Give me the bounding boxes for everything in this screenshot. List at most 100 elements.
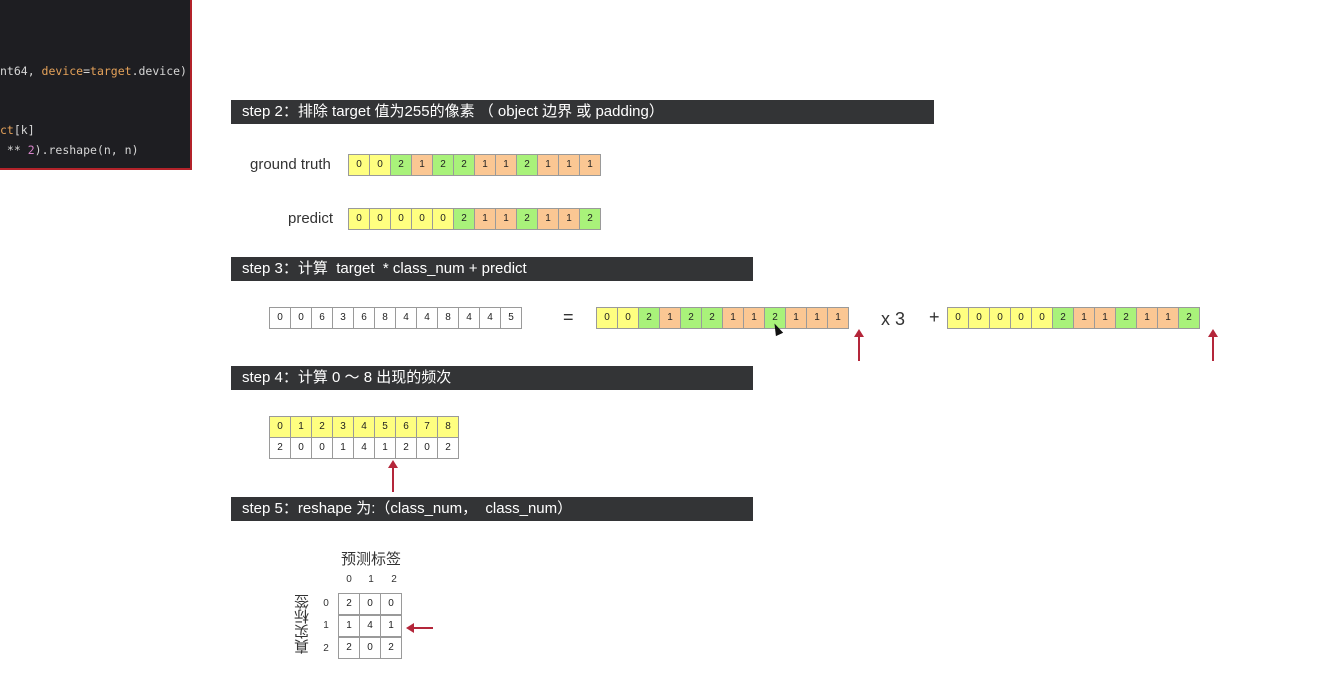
- cell: 0: [359, 593, 381, 615]
- cell: 1: [1136, 307, 1158, 329]
- true-label-title: 真实标签: [294, 594, 311, 654]
- cell: 0: [596, 307, 618, 329]
- cell: 0: [947, 307, 969, 329]
- cell: 3: [332, 307, 354, 329]
- cell: 1: [495, 208, 517, 230]
- cell: 0: [989, 307, 1011, 329]
- cell: 0: [968, 307, 990, 329]
- cell: 6: [311, 307, 333, 329]
- cell: 0: [390, 208, 412, 230]
- cell: 8: [374, 307, 396, 329]
- cell: 3: [332, 416, 354, 438]
- col-tick: 0: [346, 574, 352, 585]
- cell: 2: [395, 437, 417, 459]
- plus-sign: +: [929, 307, 940, 327]
- cell: 1: [411, 154, 433, 176]
- cell: 4: [353, 416, 375, 438]
- cell: 2: [1052, 307, 1074, 329]
- cell: 4: [479, 307, 501, 329]
- cell: 1: [374, 437, 396, 459]
- cell: 1: [1094, 307, 1116, 329]
- arrow-up-icon: [1208, 329, 1218, 361]
- cell: 2: [338, 637, 360, 659]
- cell: 1: [579, 154, 601, 176]
- step2-title-bar: step 2：排除 target 值为255的像素 （ object 边界 或 …: [231, 100, 934, 124]
- arrow-up-icon: [854, 329, 864, 361]
- cell: 2: [516, 208, 538, 230]
- cell: 2: [432, 154, 454, 176]
- cell: 5: [374, 416, 396, 438]
- cell: 5: [500, 307, 522, 329]
- cell: 2: [269, 437, 291, 459]
- cell: 2: [701, 307, 723, 329]
- code-snippet-panel: nt64, device=target.device) ct[k] ** 2).…: [0, 0, 192, 170]
- cell: 1: [722, 307, 744, 329]
- cell: 0: [269, 307, 291, 329]
- cell: 2: [579, 208, 601, 230]
- step5-title-bar: step 5：reshape 为:（class_num， class_num）: [231, 497, 753, 521]
- cell: 7: [416, 416, 438, 438]
- col-tick: 1: [368, 574, 374, 585]
- cell: 0: [617, 307, 639, 329]
- code-line-1: nt64, device=target.device): [0, 64, 187, 78]
- cell: 1: [495, 154, 517, 176]
- cell: 6: [395, 416, 417, 438]
- cell: 1: [332, 437, 354, 459]
- cell: 1: [380, 615, 402, 637]
- cell: 2: [380, 637, 402, 659]
- cell: 1: [290, 416, 312, 438]
- cell: 1: [743, 307, 765, 329]
- cell: 0: [311, 437, 333, 459]
- cell: 0: [290, 307, 312, 329]
- cell: 2: [1115, 307, 1137, 329]
- predicted-label-title: 预测标签: [341, 551, 402, 568]
- cell: 2: [680, 307, 702, 329]
- cell: 1: [806, 307, 828, 329]
- cell: 0: [359, 637, 381, 659]
- cell: 0: [380, 593, 402, 615]
- cell: 0: [290, 437, 312, 459]
- cell: 6: [353, 307, 375, 329]
- cell: 0: [432, 208, 454, 230]
- cell: 2: [338, 593, 360, 615]
- equals-sign: =: [563, 307, 574, 327]
- cell: 2: [1178, 307, 1200, 329]
- row-tick: 1: [323, 620, 329, 631]
- cell: 1: [785, 307, 807, 329]
- cell: 1: [558, 154, 580, 176]
- cell: 4: [359, 615, 381, 637]
- cell: 4: [416, 307, 438, 329]
- cell: 1: [1073, 307, 1095, 329]
- cell: 2: [311, 416, 333, 438]
- cell: 4: [353, 437, 375, 459]
- cell: 0: [369, 154, 391, 176]
- cell: 2: [390, 154, 412, 176]
- cell: 0: [348, 208, 370, 230]
- row-tick: 0: [323, 598, 329, 609]
- cell: 1: [1157, 307, 1179, 329]
- cell: 2: [638, 307, 660, 329]
- cell: 0: [369, 208, 391, 230]
- col-tick: 2: [391, 574, 397, 585]
- arrow-up-icon: [388, 460, 398, 492]
- step3-title-bar: step 3：计算 target * class_num + predict: [231, 257, 753, 281]
- step4-title-bar: step 4：计算 0 ～ 8 出现的频次: [231, 366, 753, 390]
- cell: 4: [458, 307, 480, 329]
- predict-label: predict: [288, 210, 334, 227]
- cell: 1: [827, 307, 849, 329]
- cell: 0: [1010, 307, 1032, 329]
- cell: 0: [416, 437, 438, 459]
- cell: 1: [558, 208, 580, 230]
- cell: 4: [395, 307, 417, 329]
- cell: 8: [437, 416, 459, 438]
- times-class-num: x 3: [881, 309, 906, 329]
- cell: 0: [348, 154, 370, 176]
